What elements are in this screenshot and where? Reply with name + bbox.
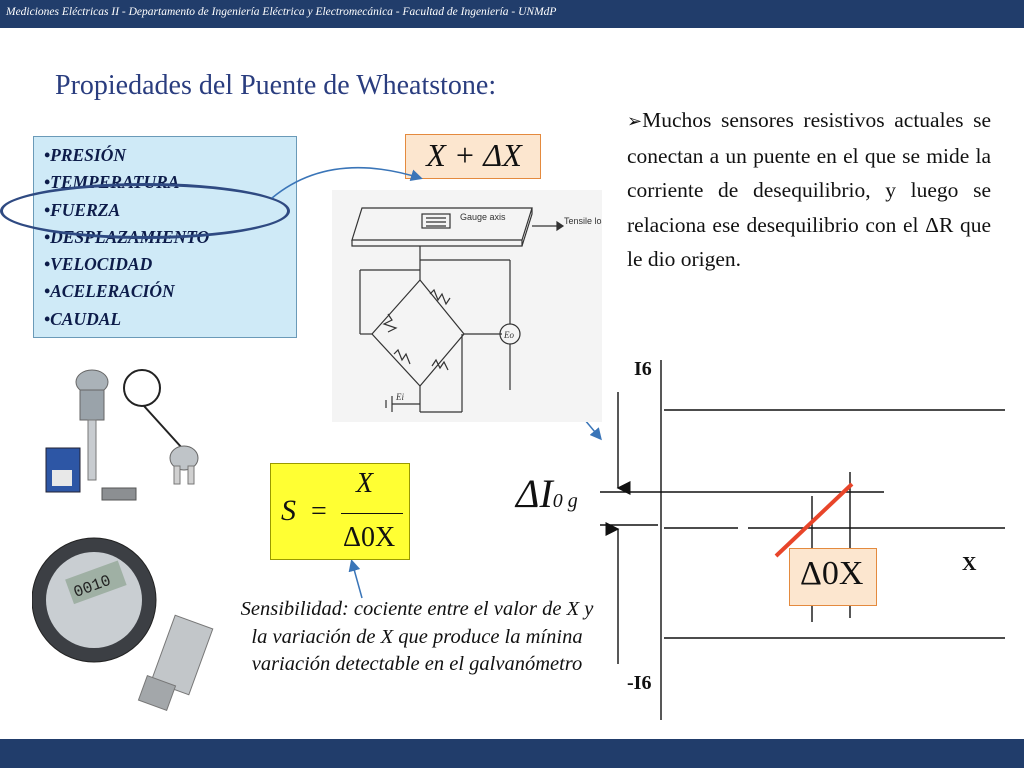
tensile-loading-label: Tensile loading bbox=[564, 216, 602, 226]
slide-title: Propiedades del Puente de Wheatstone: bbox=[55, 70, 497, 101]
sensitivity-caption: Sensibilidad: cociente entre el valor de… bbox=[240, 598, 594, 675]
header-bar: Mediciones Eléctricas II - Departamento … bbox=[0, 0, 1024, 28]
graph-bottom-label: -I6 bbox=[627, 672, 652, 694]
delta-x-box: Δ0X bbox=[789, 548, 877, 606]
description-paragraph: ➢Muchos sensores resistivos actuales se … bbox=[627, 103, 991, 277]
eo-label: Eo bbox=[503, 330, 514, 340]
footer-bar bbox=[0, 739, 1024, 768]
bullet-arrow-icon: ➢ bbox=[627, 111, 643, 131]
list-item: •CAUDAL bbox=[44, 309, 122, 329]
formula-x-plus-delta: X + ΔX bbox=[426, 137, 522, 173]
delta-x-text: Δ0X bbox=[800, 555, 864, 592]
proximity-sensor-icon bbox=[45, 447, 137, 501]
formula-box: X + ΔX bbox=[405, 134, 541, 179]
pressure-transducer-icon bbox=[137, 614, 214, 711]
digital-gauge-icon: 0010 bbox=[32, 537, 157, 663]
fraction-line bbox=[341, 513, 403, 514]
sens-denominator: Δ0X bbox=[343, 522, 396, 553]
sens-lhs: S bbox=[281, 494, 296, 527]
list-item: •ACELERACIÓN bbox=[44, 281, 175, 301]
sensor-photos: 0010 bbox=[32, 369, 214, 711]
sensitivity-formula: S = X Δ0X bbox=[270, 463, 410, 560]
delta-i-subscript: 0 g bbox=[552, 490, 578, 512]
highlight-ellipse bbox=[0, 183, 290, 239]
list-item: •PRESIÓN bbox=[44, 145, 126, 165]
ei-label: Ei bbox=[395, 392, 404, 402]
sens-equals: = bbox=[311, 496, 327, 527]
header-text: Mediciones Eléctricas II - Departamento … bbox=[6, 6, 557, 18]
list-item: •VELOCIDAD bbox=[44, 254, 153, 274]
paragraph-text: Muchos sensores resistivos actuales se c… bbox=[627, 108, 991, 271]
delta-i-label: ΔI0 g bbox=[516, 471, 578, 516]
strain-gauge-beam bbox=[351, 207, 565, 247]
response-line bbox=[774, 482, 854, 558]
gauge-axis-label: Gauge axis bbox=[460, 212, 506, 222]
humidity-probe-icon bbox=[123, 369, 199, 485]
bridge-diagram: Gauge axis Tensile loading Eo Ei bbox=[332, 190, 602, 422]
bridge-circuit bbox=[359, 246, 521, 413]
graph-top-label: I6 bbox=[634, 358, 652, 380]
arrow-to-formula bbox=[271, 166, 423, 199]
arrow-to-sensitivity bbox=[348, 559, 363, 599]
sens-numerator: X bbox=[356, 468, 374, 499]
temperature-probe-icon bbox=[75, 369, 109, 481]
graph-x-label: X bbox=[962, 553, 977, 575]
